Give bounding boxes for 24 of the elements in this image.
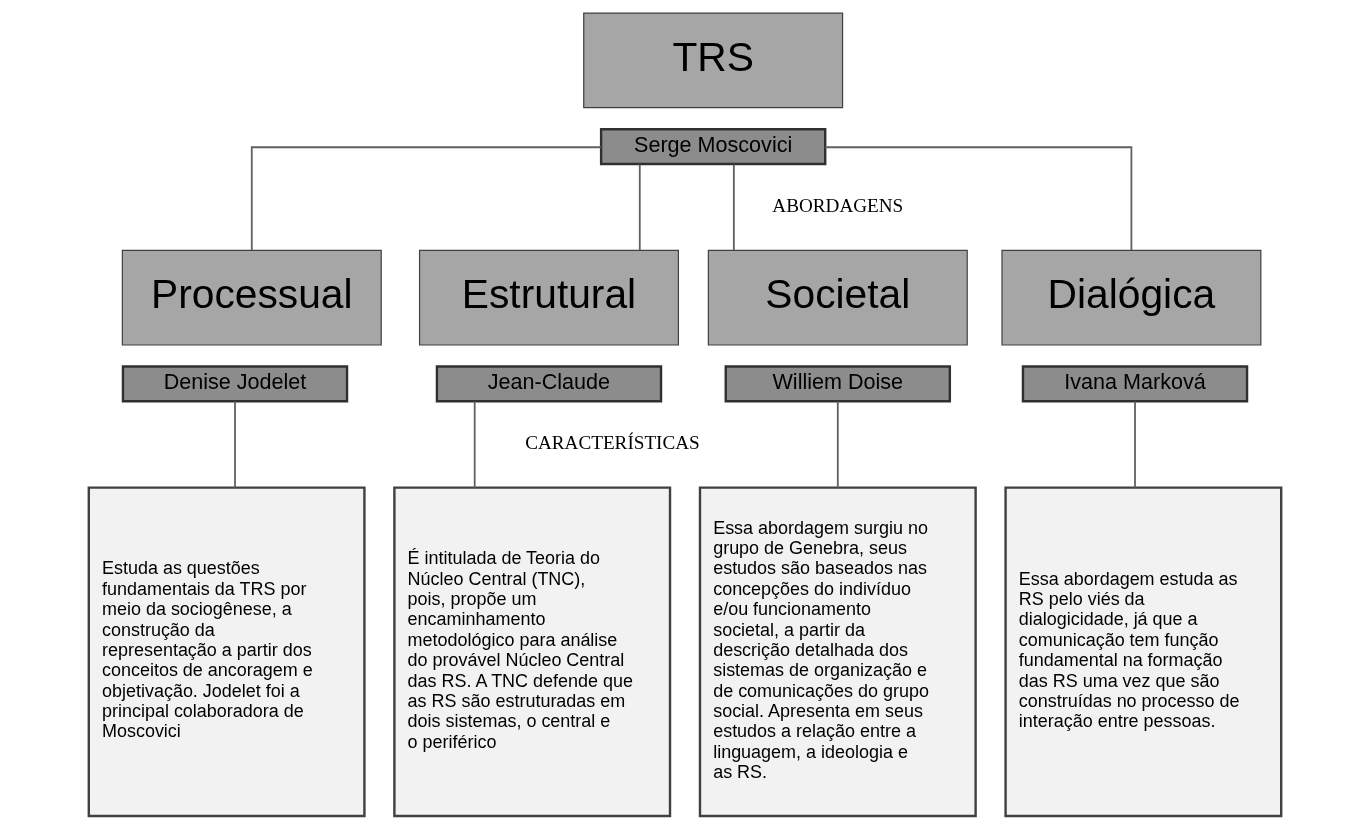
connector [732,163,735,251]
node-box: Societal [707,249,968,346]
node-box: Jean-Claude [435,365,663,403]
node-box: Denise Jodelet [121,365,349,403]
connector [836,400,839,489]
node-box: TRS [583,12,844,109]
connector [638,163,641,251]
node-box: Ivana Marková [1021,365,1249,403]
node-box: Processual [121,249,382,346]
node-box: Serge Moscovici [599,128,827,166]
node-box: É intitulada de Teoria do Núcleo Central (TNC), pois, propõe um encaminhamento metodológico para análise do provável Núcleo Central das RS. A TNC defende que as RS são estruturadas em dois sistemas, o central e o periférico [393,486,672,818]
connector [250,146,602,251]
label: CARACTERÍSTICAS [525,432,700,454]
node-box: Williem Doise [724,365,952,403]
node-box: Estuda as questões fundamentais da TRS por meio da sociogênese, a construção da representação a partir dos conceitos de ancoragem e objetivação. Jodelet foi a principal colaboradora de Moscovici [87,486,366,818]
node-box: Dialógica [1001,249,1262,346]
connector [824,146,1133,251]
label: ABORDAGENS [772,194,904,216]
node-box: Essa abordagem estuda as RS pelo viés da dialogicidade, já que a comunicação tem função fundamental na formação das RS uma vez que são construídas no processo de interação entre pessoas. [1004,486,1283,818]
connector [1134,400,1136,489]
node-box: Estrutural [418,249,679,346]
connector [234,400,236,489]
connector [473,400,476,489]
node-box: Essa abordagem surgiu no grupo de Genebra, seus estudos são baseados nas concepções do indivíduo e/ou funcionamento societal, a partir da descrição detalhada dos sistemas de organização e de comunicações do grupo social. Apresenta em seus estudos a relação entre a linguagem, a ideologia e as RS. [698,486,977,818]
